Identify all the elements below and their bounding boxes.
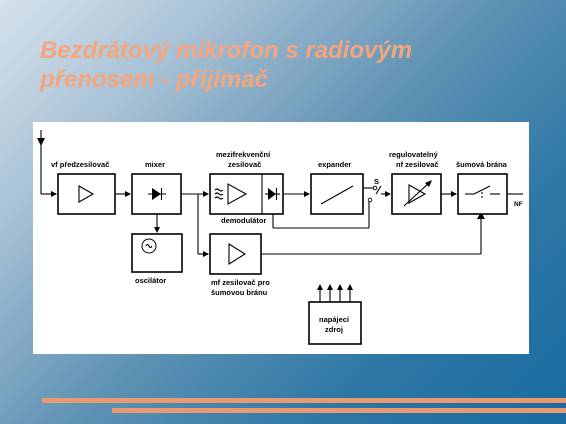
diode-icon xyxy=(148,188,166,200)
noise-gate-block xyxy=(457,173,508,215)
volume-amplifier-block xyxy=(391,173,442,215)
output-label: NF xyxy=(514,201,523,208)
power-supply-label-2: zdroj xyxy=(325,325,343,334)
oscillator-block xyxy=(131,233,183,273)
amplifier-icon xyxy=(228,243,247,265)
noise-gate-label: šumová brána xyxy=(456,160,508,169)
volume-amplifier-label-2: nf zesilovač xyxy=(396,160,439,169)
switch-s-icon xyxy=(367,185,382,203)
expander-curve-icon xyxy=(320,185,354,205)
slide-title-line-1: Bezdrátový mikrofon s radiovým xyxy=(40,37,413,64)
expander-label: expander xyxy=(318,160,351,169)
variable-arrow-icon xyxy=(403,181,431,207)
slide-title-line-2: přenosem - přijímač xyxy=(40,66,269,93)
if-amplifier-label-2: zesilovač xyxy=(228,160,261,169)
mf-amplifier-label-2: šumovou bránu xyxy=(211,288,268,297)
if-amplifier-label-1: mezifrekvenční xyxy=(216,150,271,159)
demodulator-diode-icon xyxy=(265,188,280,200)
oscillator-label: oscilátor xyxy=(135,276,166,285)
amplifier-icon xyxy=(408,184,427,204)
volume-amplifier-label-1: regulovatelný xyxy=(389,150,439,159)
block-diagram: vf předzesilovač mixer mezifrekvenční ze… xyxy=(33,122,529,354)
demodulator-label: demodulátor xyxy=(221,216,266,225)
mf-amplifier-label-1: mf zesilovač pro xyxy=(211,278,270,287)
if-amplifier-block xyxy=(209,173,284,215)
mixer-block xyxy=(131,173,182,215)
amplifier-icon xyxy=(227,183,248,205)
filter-icon xyxy=(214,188,224,200)
decorative-stripe-1 xyxy=(42,398,566,403)
mf-amplifier-block xyxy=(209,233,262,275)
amplifier-icon xyxy=(78,185,95,203)
preamp-block xyxy=(57,173,116,215)
slide-title: Bezdrátový mikrofon s radiovým přenosem … xyxy=(40,36,412,94)
power-supply-label-1: napájecí xyxy=(319,315,350,324)
power-supply-block xyxy=(308,284,362,345)
mixer-label: mixer xyxy=(145,160,165,169)
antenna-icon xyxy=(37,130,45,194)
block-diagram-svg: vf předzesilovač mixer mezifrekvenční ze… xyxy=(37,130,523,345)
expander-block xyxy=(310,173,364,215)
decorative-stripe-2 xyxy=(112,408,566,413)
power-output-arrows-icon xyxy=(317,284,353,302)
gate-switch-icon xyxy=(465,185,500,200)
preamp-label: vf předzesilovač xyxy=(51,160,109,169)
signal-connections xyxy=(41,187,523,257)
switch-label: S xyxy=(374,177,379,186)
